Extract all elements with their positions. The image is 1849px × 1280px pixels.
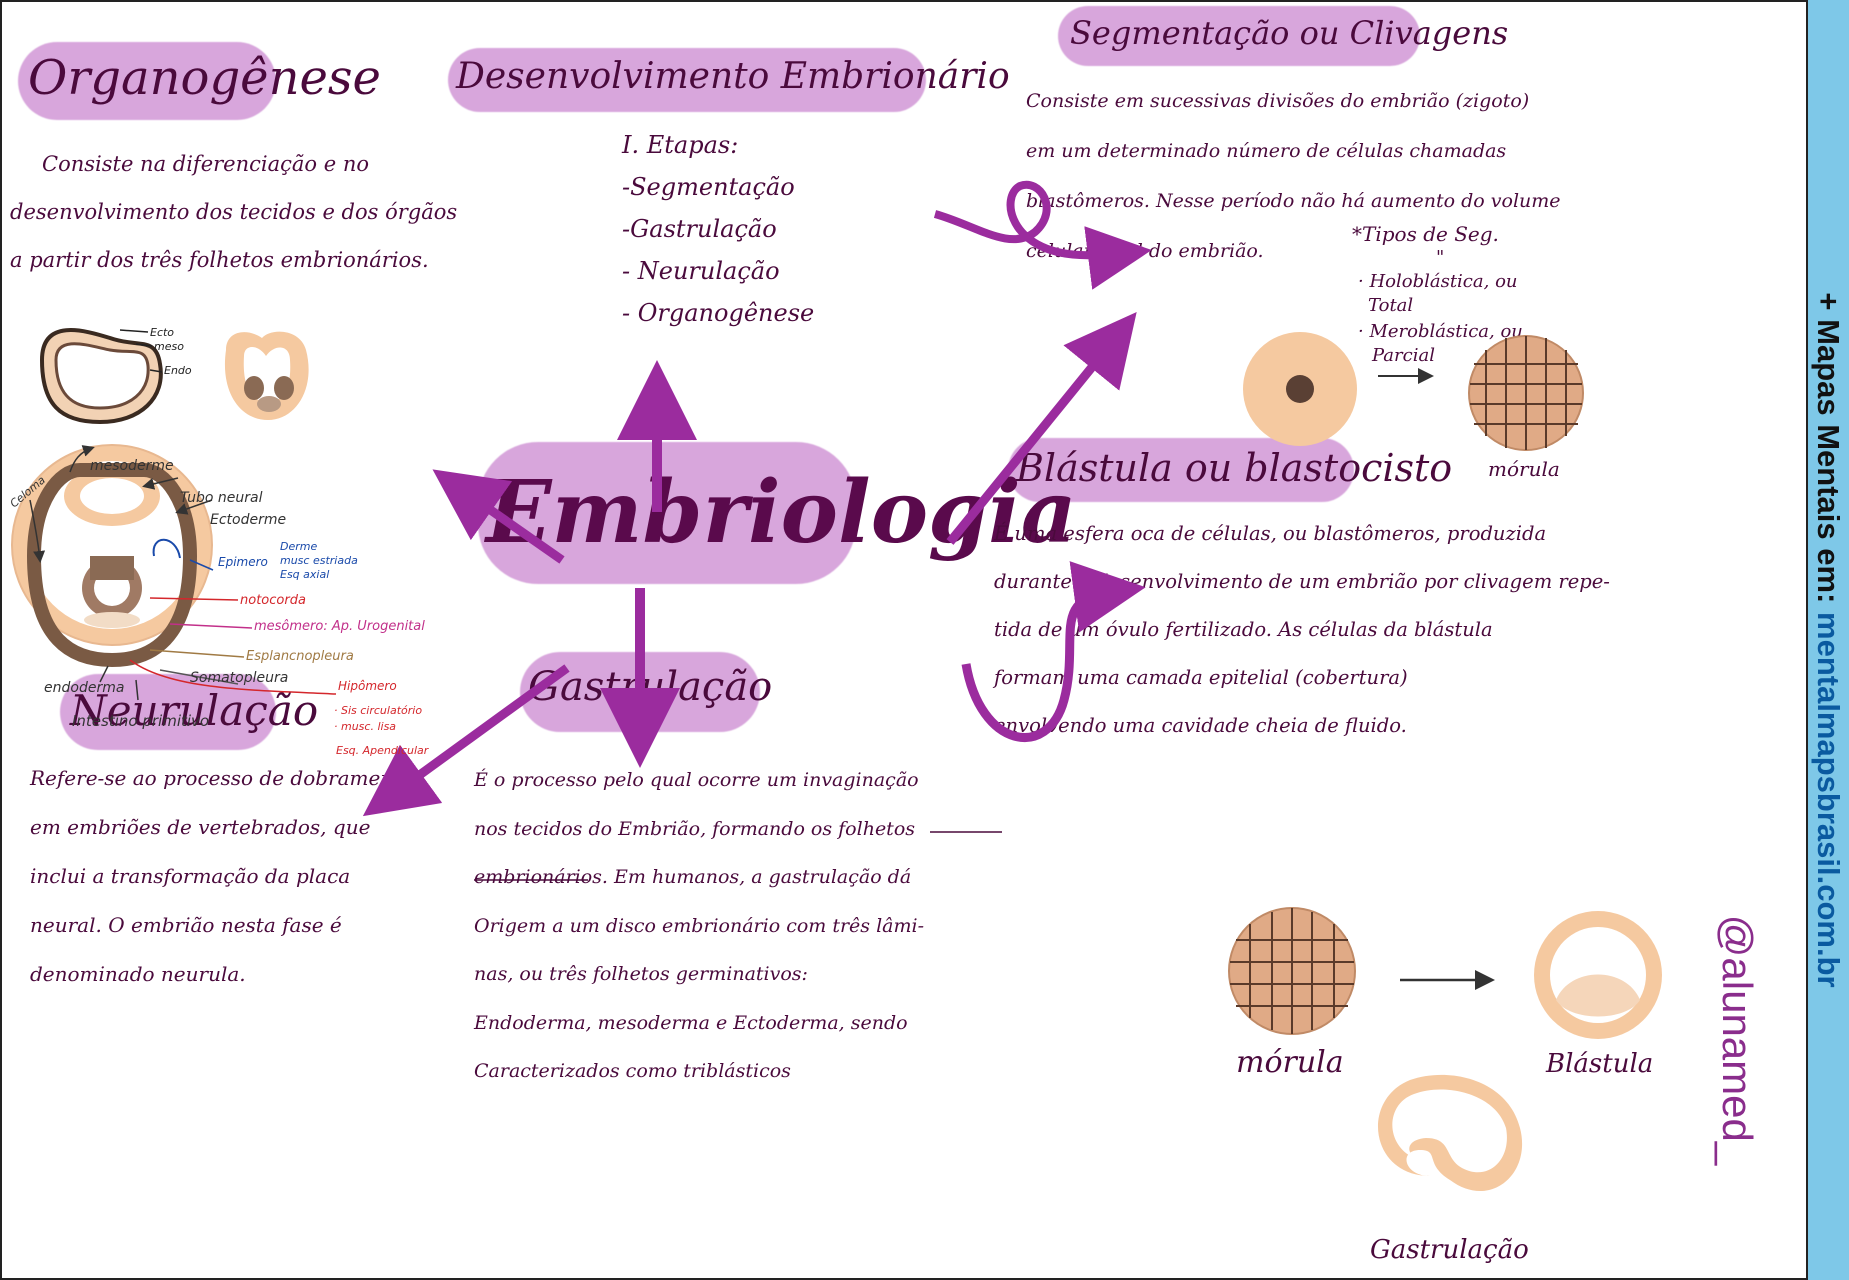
desenvolvimento-steps: I. Etapas: -Segmentação -Gastrulação - N… (622, 124, 814, 334)
organogenese-title: Organogênese (28, 50, 381, 106)
step-item: - Organogênese (622, 299, 815, 327)
blastula-title: Blástula ou blastocisto (1016, 446, 1453, 490)
morula-drawing-bottom (1228, 907, 1356, 1035)
sidebar-prefix: + Mapas Mentais em: (1811, 292, 1846, 613)
esq-axial-label: Esq axial (280, 568, 329, 581)
arrow-loop-steps (933, 180, 1152, 290)
gastrulacao-line: É o processo pelo qual ocorre um invagin… (474, 769, 919, 791)
organogenese-line: Consiste na diferenciação e no (42, 152, 369, 176)
musc-lisa-label: · musc. lisa (334, 720, 396, 733)
segmentacao-line: blastômeros. Nesse período não há aument… (1026, 190, 1561, 212)
title-highlight-embriologia (478, 442, 856, 584)
blastula-line: É uma esfera oca de células, ou blastôme… (994, 522, 1547, 545)
tipos-heading: *Tipos de Seg. (1352, 222, 1499, 246)
organogenese-line: desenvolvimento dos tecidos e dos órgãos (10, 200, 458, 224)
title-highlight-desenvolvimento (448, 48, 926, 112)
hipomero-label: Hipômero (338, 679, 397, 693)
zygote-drawing (1243, 332, 1357, 446)
esq-apendicular-label: Esq. Apendicular (336, 744, 430, 757)
step-item: - Neurulação (622, 257, 780, 285)
endoderma-label: endoderma (44, 680, 124, 696)
gastrulacao-line: embrionários. Em humanos, a gastrulação … (474, 866, 912, 888)
sis-circulatorio-label: · Sis circulatório (334, 704, 422, 717)
neurulacao-line: Refere-se ao processo de dobramento (30, 766, 414, 790)
neural-tube-drawing (39, 328, 163, 425)
steps-heading: I. Etapas: (622, 131, 739, 159)
gastrulacao-text: É o processo pelo qual ocorre um invagin… (474, 756, 924, 1096)
arrow-to-neurulacao (362, 664, 570, 817)
esplancnopleura-label: Esplancnopleura (246, 649, 354, 664)
tipo-item: · Holoblástica, ou (1358, 271, 1518, 292)
diagram-graphics: Ecto meso Endo mesoderme Celoma Tubo neu… (8, 180, 1662, 1265)
blastula-line: envolvendo uma cavidade cheia de fluido. (994, 714, 1407, 737)
author-handle: @alunamed_ (1714, 914, 1761, 1166)
ectoderme-label: Ectoderme (210, 512, 286, 528)
neurulacao-line: em embriões de vertebrados, que (30, 815, 371, 839)
gastrulacao-line: Endoderma, mesoderma e Ectoderma, sendo (474, 1011, 908, 1034)
gastrulacao-line: Caracterizados como triblásticos (474, 1060, 791, 1082)
neurulacao-line: inclui a transformação da placa (30, 864, 351, 888)
tipo-item: · Meroblástica, ou (1358, 321, 1523, 342)
morula-label-top: mórula (1488, 457, 1560, 481)
epimero-label: Epimero (218, 555, 268, 569)
ecto-label: Ecto (150, 326, 174, 339)
neurulacao-title: Neurulação (70, 686, 319, 735)
neurulacao-line: neural. O embrião nesta fase é (30, 913, 342, 937)
title-highlight-blastula (1008, 438, 1354, 502)
derme-label: Derme (280, 540, 317, 553)
musc-estriada-label: musc estriada (280, 554, 358, 567)
blastula-label: Blástula (1545, 1049, 1653, 1079)
segmentacao-title: Segmentação ou Clivagens (1070, 14, 1509, 52)
gastrulacao-line: Origem a um disco embrionário com três l… (474, 914, 924, 937)
arrow-to-organogenese (432, 469, 565, 564)
gastrulacao-label: Gastrulação (1370, 1235, 1529, 1265)
organogenese-line: a partir dos três folhetos embrionários. (10, 248, 429, 272)
endo-label: Endo (164, 364, 192, 377)
tubo-neural-label: Tubo neural (180, 490, 263, 506)
segmentacao-text: Consiste em sucessivas divisões do embri… (1026, 76, 1561, 276)
tipo-item: Parcial (1372, 345, 1435, 366)
blastula-drawing (1534, 911, 1662, 1039)
arrow-to-blastula (961, 561, 1146, 742)
embryo-cross-section-drawing (224, 331, 309, 420)
segmentacao-line: em um determinado número de células cham… (1026, 140, 1507, 162)
title-highlight-neurulacao (60, 674, 276, 750)
gastrulacao-line: nos tecidos do Embrião, formando os folh… (474, 817, 916, 840)
title-highlight-segmentacao (1058, 6, 1420, 66)
segmentacao-line: Consiste em sucessivas divisões do embri… (1026, 90, 1530, 112)
sidebar-text: + Mapas Mentais em: mentalmapsbrasil.com… (1810, 292, 1846, 987)
neurulacao-text: Refere-se ao processo de dobramento em e… (30, 754, 413, 999)
mesomero-label: mesômero: Ap. Urogenital (254, 619, 425, 634)
somatopleura-label: Somatopleura (190, 670, 288, 686)
organogenese-text: Consiste na diferenciação e no desenvolv… (10, 140, 457, 284)
morula-drawing-top (1468, 335, 1584, 451)
tipos-seg: *Tipos de Seg. " · Holoblástica, ou Tota… (1352, 222, 1523, 368)
mind-map-canvas (0, 0, 1808, 1280)
notocorda-label: notocorda (240, 593, 306, 608)
blastula-text: É uma esfera oca de células, ou blastôme… (994, 510, 1610, 750)
gastrula-drawing (1377, 1074, 1523, 1192)
blastula-line: formam uma camada epitelial (cobertura) (994, 666, 1408, 689)
blastula-line: durante o desenvolvimento de um embrião … (994, 570, 1610, 593)
gastrulacao-line: nas, ou três folhetos germinativos: (474, 963, 808, 985)
desenvolvimento-title: Desenvolvimento Embrionário (456, 56, 1010, 97)
title-highlight-organogenese (18, 42, 276, 120)
step-item: -Segmentação (622, 173, 795, 201)
neurulacao-line: denominado neurula. (30, 962, 246, 986)
tipo-item: Total (1368, 295, 1414, 316)
arrow-to-segmentacao (946, 312, 1137, 545)
mesoderme-label: mesoderme (90, 458, 174, 474)
sidebar-site-link[interactable]: mentalmapsbrasil.com.br (1811, 612, 1846, 988)
tipos-ditto: " (1436, 247, 1445, 268)
intestino-label: Intestino primitivo (72, 712, 209, 730)
mesoderm-diagram (11, 444, 213, 668)
meso-label: meso (154, 340, 184, 353)
morula-label-bottom: mórula (1236, 1045, 1344, 1080)
step-item: -Gastrulação (622, 215, 777, 243)
sidebar-banner: + Mapas Mentais em: mentalmapsbrasil.com… (1808, 0, 1849, 1280)
